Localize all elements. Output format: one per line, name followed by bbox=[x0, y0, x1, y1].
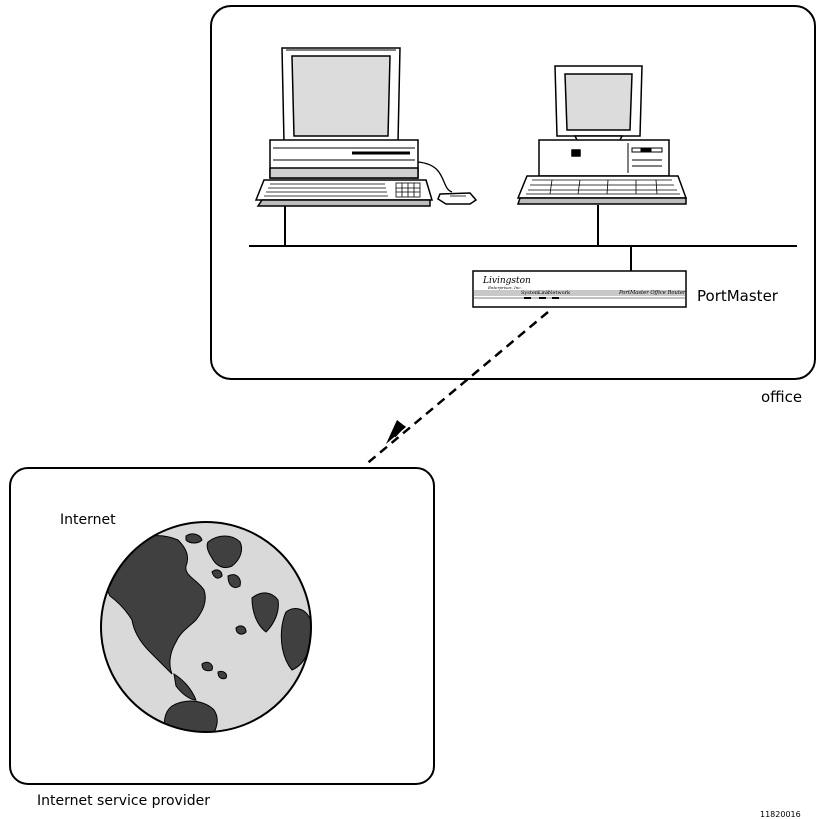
router-led-link bbox=[539, 297, 546, 299]
office-label: office bbox=[761, 388, 803, 406]
dial-up-connection bbox=[363, 311, 549, 467]
globe-icon bbox=[100, 521, 312, 733]
connection-arrowhead bbox=[386, 420, 406, 444]
router-indicator-network: Network bbox=[548, 290, 571, 296]
figure-id: 11820016 bbox=[760, 810, 801, 819]
router-icon: Livingston Enterprises, Inc. System Link… bbox=[472, 270, 687, 308]
tower-computer-icon bbox=[516, 65, 688, 205]
router-indicator-system: System bbox=[521, 290, 540, 296]
router-model: PortMaster Office Router bbox=[618, 290, 686, 296]
desktop-computer-icon bbox=[254, 47, 478, 207]
internet-label: Internet bbox=[60, 512, 116, 528]
router-brand-sub: Enterprises, Inc. bbox=[487, 285, 522, 290]
router-indicator-link: Link bbox=[538, 290, 550, 296]
router-led-network bbox=[552, 297, 559, 299]
router-led-system bbox=[524, 297, 531, 299]
mouse-icon bbox=[437, 192, 478, 205]
portmaster-label: PortMaster bbox=[697, 287, 778, 305]
isp-label: Internet service provider bbox=[37, 793, 210, 809]
router-stripe bbox=[474, 290, 685, 296]
router-brand: Livingston bbox=[482, 276, 531, 286]
